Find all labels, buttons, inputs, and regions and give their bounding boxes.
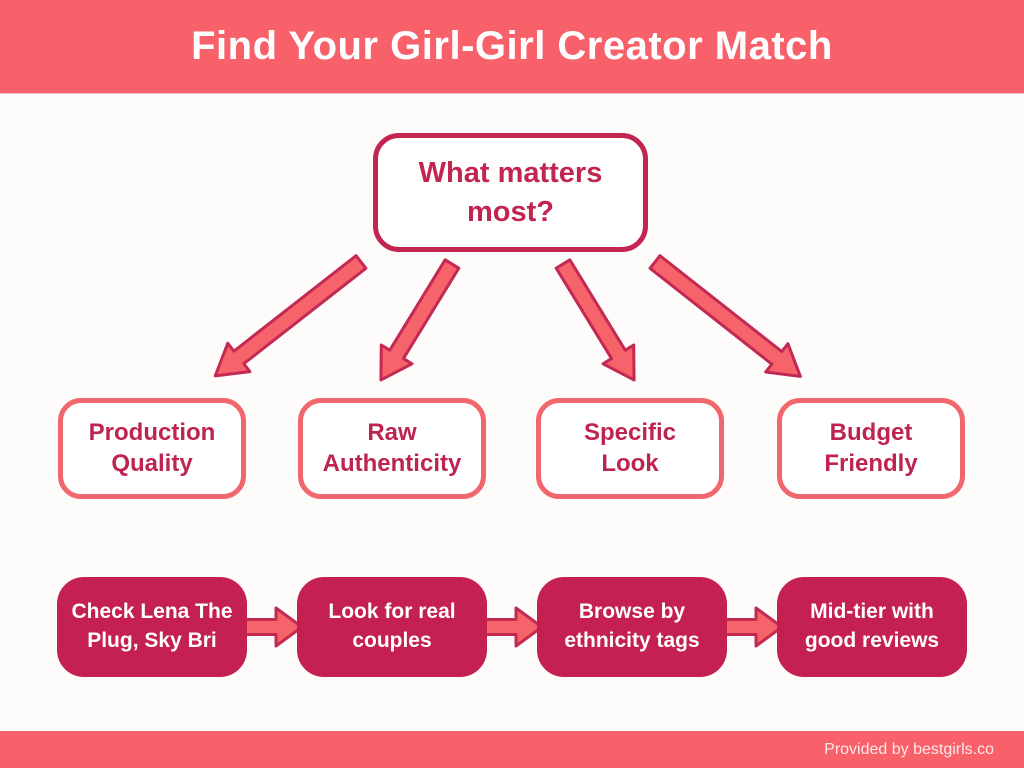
option-box-specific-look: Specific Look bbox=[536, 398, 724, 499]
root-question-label: What matters most? bbox=[418, 157, 603, 228]
flow-arrow-1-icon bbox=[238, 606, 304, 648]
option-label: Budget Friendly bbox=[824, 418, 918, 477]
root-question-box: What matters most? bbox=[373, 133, 648, 252]
action-label: Mid-tier with good reviews bbox=[804, 600, 940, 652]
option-label: Raw Authenticity bbox=[322, 418, 462, 477]
flow-arrow-3-icon bbox=[718, 606, 784, 648]
action-box-real-couples: Look for real couples bbox=[297, 577, 487, 677]
action-box-check-creators: Check Lena The Plug, Sky Bri bbox=[57, 577, 247, 677]
option-label: Production Quality bbox=[88, 418, 216, 477]
branch-arrow-1-icon bbox=[213, 254, 368, 378]
page-title: Find Your Girl-Girl Creator Match bbox=[191, 24, 833, 68]
branch-arrow-3-icon bbox=[554, 258, 636, 382]
option-box-raw-authenticity: Raw Authenticity bbox=[298, 398, 486, 499]
option-box-budget-friendly: Budget Friendly bbox=[777, 398, 965, 499]
footer-banner: Provided by bestgirls.co bbox=[0, 731, 1024, 768]
action-label: Browse by ethnicity tags bbox=[564, 600, 700, 652]
action-label: Check Lena The Plug, Sky Bri bbox=[71, 600, 233, 652]
flow-arrow-2-icon bbox=[478, 606, 544, 648]
branch-arrow-2-icon bbox=[379, 258, 461, 382]
action-box-ethnicity-tags: Browse by ethnicity tags bbox=[537, 577, 727, 677]
action-label: Look for real couples bbox=[328, 600, 456, 652]
option-box-production-quality: Production Quality bbox=[58, 398, 246, 499]
action-box-mid-tier: Mid-tier with good reviews bbox=[777, 577, 967, 677]
branch-arrow-4-icon bbox=[648, 254, 802, 378]
option-label: Specific Look bbox=[583, 418, 677, 477]
header-banner: Find Your Girl-Girl Creator Match bbox=[0, 0, 1024, 93]
credit-text: Provided by bestgirls.co bbox=[824, 740, 994, 758]
